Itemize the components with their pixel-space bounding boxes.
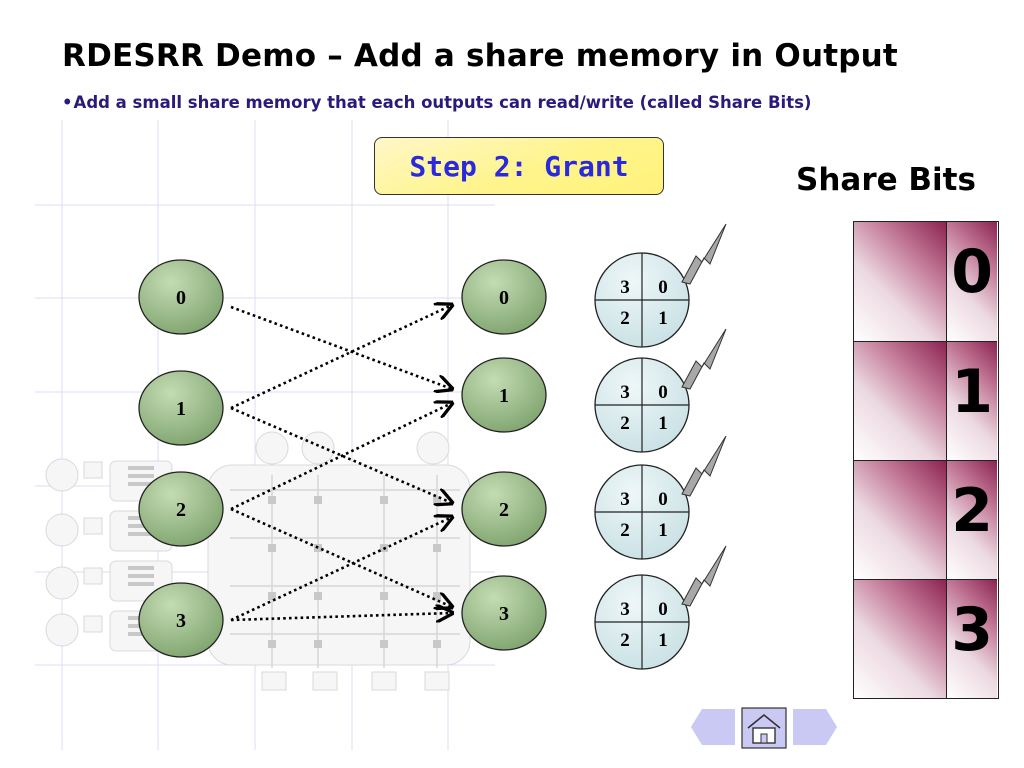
share-bit-value-cell: 1: [947, 342, 997, 460]
arbiter-priority-label: 3: [620, 277, 630, 298]
input-node: [138, 471, 224, 547]
pointer-icon: [681, 223, 727, 285]
arbiter-priority-label: 1: [658, 413, 668, 434]
arbiter: 3 0 2 1: [594, 328, 727, 453]
share-bit-row: 2: [854, 460, 997, 579]
input-node: [138, 259, 224, 335]
output-node: [461, 259, 547, 335]
connection-arrow: [230, 403, 452, 511]
share-bit-cell: [854, 342, 947, 460]
output-node: [461, 357, 547, 433]
output-arbiters: 3 0 2 1 3 0 2 1 3 0 2 1 3 0 2 1: [594, 223, 727, 670]
arbiter-priority-label: 3: [620, 382, 630, 403]
share-bits-title: Share Bits: [796, 162, 976, 198]
input-node-label: 3: [176, 610, 186, 632]
share-bit-cell: [854, 222, 947, 341]
home-icon: [747, 713, 781, 744]
input-node-label: 2: [176, 499, 186, 521]
share-bit-row: 1: [854, 341, 997, 460]
share-bit-row: 3: [854, 579, 997, 698]
arbiter-priority-label: 3: [620, 489, 630, 510]
output-node-label: 3: [499, 603, 509, 625]
bullet-marker: •: [62, 93, 73, 112]
pointer-icon: [681, 435, 727, 497]
share-bit-label: 0: [951, 237, 993, 307]
input-ports: 0 1 2 3: [138, 259, 224, 658]
step-label-box: Step 2: Grant: [374, 137, 664, 195]
next-button[interactable]: [792, 708, 838, 746]
share-bit-value-cell: 2: [947, 461, 997, 579]
share-bit-label: 2: [951, 476, 993, 546]
input-node: [138, 582, 224, 658]
connection-arrow: [230, 613, 452, 620]
arbiter-priority-label: 0: [658, 599, 668, 620]
subtitle-text: Add a small share memory that each outpu…: [73, 93, 812, 112]
output-node: [461, 575, 547, 651]
output-node-label: 2: [499, 499, 509, 521]
output-node-label: 1: [499, 385, 509, 407]
slide-subtitle: •Add a small share memory that each outp…: [62, 93, 811, 112]
share-bit-cell: [854, 461, 947, 579]
arbiter-priority-label: 2: [620, 413, 630, 434]
output-node-label: 0: [499, 287, 509, 309]
input-node: [138, 370, 224, 446]
connection-group: [230, 305, 452, 622]
home-button[interactable]: [741, 707, 787, 749]
share-bit-cell: [854, 580, 947, 698]
arbiter-priority-label: 2: [620, 308, 630, 329]
connection-arrow: [230, 507, 452, 607]
slide-title: RDESRR Demo – Add a share memory in Outp…: [62, 38, 898, 74]
arbiter-priority-label: 2: [620, 630, 630, 651]
pointer-icon: [681, 328, 727, 390]
pointer-icon: [681, 545, 727, 607]
arbiter-priority-label: 1: [658, 308, 668, 329]
output-ports: 0 1 2 3: [461, 259, 547, 651]
share-bit-row: 0: [854, 222, 997, 341]
connection-arrow: [230, 517, 452, 622]
input-node-label: 1: [176, 398, 186, 420]
share-bit-value-cell: 0: [947, 222, 997, 341]
arbiter-priority-label: 0: [658, 277, 668, 298]
share-bit-value-cell: 3: [947, 580, 997, 698]
arbiter-priority-label: 2: [620, 520, 630, 541]
connection-arrow: [230, 305, 452, 410]
arbiter-priority-label: 0: [658, 489, 668, 510]
arbiter-priority-label: 3: [620, 599, 630, 620]
arbiter: 3 0 2 1: [594, 223, 727, 348]
arbiter: 3 0 2 1: [594, 435, 727, 560]
arbiter-priority-label: 1: [658, 520, 668, 541]
share-bit-label: 3: [951, 595, 993, 665]
arbiter-priority-label: 0: [658, 382, 668, 403]
input-node-label: 0: [176, 287, 186, 309]
prev-button[interactable]: [690, 708, 736, 746]
arbiter-priority-label: 1: [658, 630, 668, 651]
arbiter: 3 0 2 1: [594, 545, 727, 670]
output-node: [461, 471, 547, 547]
share-bit-label: 1: [951, 357, 993, 427]
share-bits-table: 0 1 2 3: [853, 221, 999, 699]
connection-arrow: [230, 305, 452, 389]
step-label: Step 2: Grant: [409, 149, 629, 183]
